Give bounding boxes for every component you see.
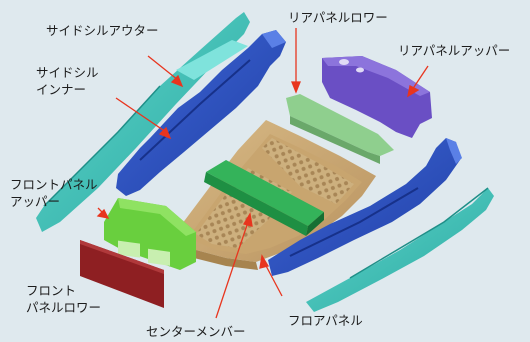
- front-panel-lower-part: [80, 240, 164, 308]
- leader-floor-panel: [259, 254, 283, 297]
- leader-lines: [96, 28, 429, 319]
- leader-side-sill-inner: [115, 97, 172, 140]
- label-side-sill-outer: サイドシルアウター: [46, 22, 159, 39]
- leader-rear-panel-upper: [407, 65, 429, 98]
- label-side-sill-inner-line2: インナー: [36, 82, 87, 97]
- label-center-member: センターメンバー: [146, 323, 246, 340]
- side-sill-outer-right-part: [306, 187, 494, 312]
- label-rear-panel-lower: リアパネルロワー: [288, 9, 388, 26]
- label-front-panel-lower: フロント パネルロワー: [26, 282, 101, 316]
- label-side-sill-outer-text: サイドシルアウター: [46, 23, 159, 38]
- leader-front-panel-upper: [96, 207, 110, 219]
- label-side-sill-inner: サイドシル インナー: [36, 64, 99, 98]
- side-sill-outer-left-part: [36, 12, 250, 232]
- label-floor-panel: フロアパネル: [288, 312, 363, 329]
- label-rear-panel-upper-text: リアパネルアッパー: [398, 43, 511, 58]
- label-rear-panel-lower-text: リアパネルロワー: [288, 10, 388, 25]
- rear-panel-upper-part: [322, 56, 432, 138]
- label-front-panel-upper-line1: フロントパネル: [10, 177, 98, 192]
- center-member-part: [204, 160, 324, 236]
- label-front-panel-lower-line1: フロント: [26, 283, 77, 298]
- side-sill-inner-right-part: [268, 138, 462, 276]
- label-front-panel-lower-line2: パネルロワー: [26, 300, 102, 315]
- leader-rear-panel-lower: [291, 28, 301, 94]
- label-front-panel-upper: フロントパネル アッパー: [10, 176, 98, 210]
- label-center-member-text: センターメンバー: [146, 324, 246, 339]
- front-panel-upper-part: [104, 198, 196, 270]
- side-sill-inner-left-part: [116, 30, 286, 196]
- label-front-panel-upper-line2: アッパー: [10, 194, 61, 209]
- leader-center-member: [215, 212, 253, 319]
- label-floor-panel-text: フロアパネル: [288, 313, 363, 328]
- label-rear-panel-upper: リアパネルアッパー: [398, 42, 510, 59]
- label-side-sill-inner-line1: サイドシル: [36, 65, 99, 80]
- rear-panel-lower-part: [286, 94, 394, 164]
- leader-side-sill-outer: [147, 55, 184, 88]
